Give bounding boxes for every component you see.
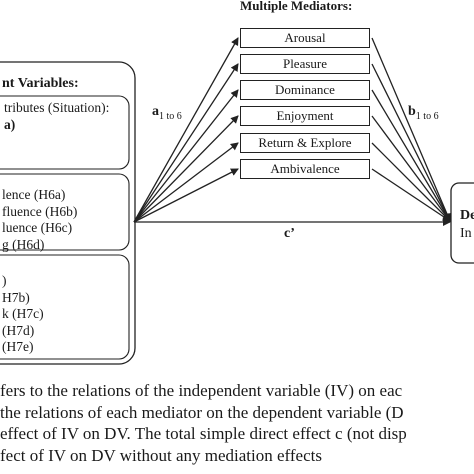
b-paths: [371, 37, 451, 222]
a-paths: [133, 37, 239, 223]
iv-group2-line: g (H6d): [2, 236, 45, 252]
iv-group1-line: tributes (Situation):: [4, 100, 110, 115]
dv-line1: De: [460, 208, 474, 223]
iv-group2-box: [0, 173, 130, 251]
iv-group3-line: (H7d): [2, 322, 35, 338]
iv-group3-line: k (H7c): [2, 306, 44, 321]
path-c-prime-label: c’: [284, 226, 295, 241]
iv-group3-box: [0, 254, 130, 360]
iv-group1-box: [0, 95, 130, 170]
path-a-label: a1 to 6: [152, 104, 182, 122]
path-b-label: b1 to 6: [408, 104, 439, 122]
dv-box: [450, 182, 474, 264]
mediator-pleasure: Pleasure: [240, 54, 370, 74]
mediator-enjoyment: Enjoyment: [240, 106, 370, 126]
iv-group3-line: ): [2, 273, 7, 288]
iv-group2-line: luence (H6c): [2, 220, 73, 235]
note-line: the relations of each mediator on the de…: [0, 402, 404, 422]
mediator-dominance: Dominance: [240, 80, 370, 100]
iv-group3: ) H7b) k (H7c) (H7d) (H7e): [2, 273, 44, 356]
iv-group3-line: (H7e): [2, 339, 34, 354]
iv-group1: tributes (Situation): a): [4, 100, 109, 133]
iv-group2: lence (H6a) fluence (H6b) luence (H6c) g…: [2, 187, 77, 253]
iv-group3-line: H7b): [2, 289, 30, 305]
path-a-subscript: 1 to 6: [159, 110, 182, 122]
iv-group1-line: a): [4, 116, 16, 132]
iv-group2-line: lence (H6a): [2, 187, 66, 202]
path-b-subscript: 1 to 6: [415, 110, 439, 122]
notes: fers to the relations of the independent…: [0, 380, 407, 466]
path-a-letter: a: [152, 104, 159, 119]
path-b-letter: b: [408, 104, 416, 119]
note-line: fers to the relations of the independent…: [0, 381, 403, 400]
iv-outer-box: [0, 61, 136, 365]
note-line: effect of IV on DV. The total simple dir…: [0, 424, 407, 443]
iv-title: nt Variables:: [2, 76, 79, 91]
mediators-title: Multiple Mediators:: [240, 0, 353, 13]
mediator-ambivalence: Ambivalence: [240, 159, 370, 179]
note-line: fect of IV on DV without any mediation e…: [0, 445, 322, 465]
iv-group2-line: fluence (H6b): [2, 203, 78, 219]
mediator-arousal: Arousal: [240, 28, 370, 48]
mediator-return-explore: Return & Explore: [240, 133, 370, 153]
dv-line2: In: [460, 226, 472, 241]
